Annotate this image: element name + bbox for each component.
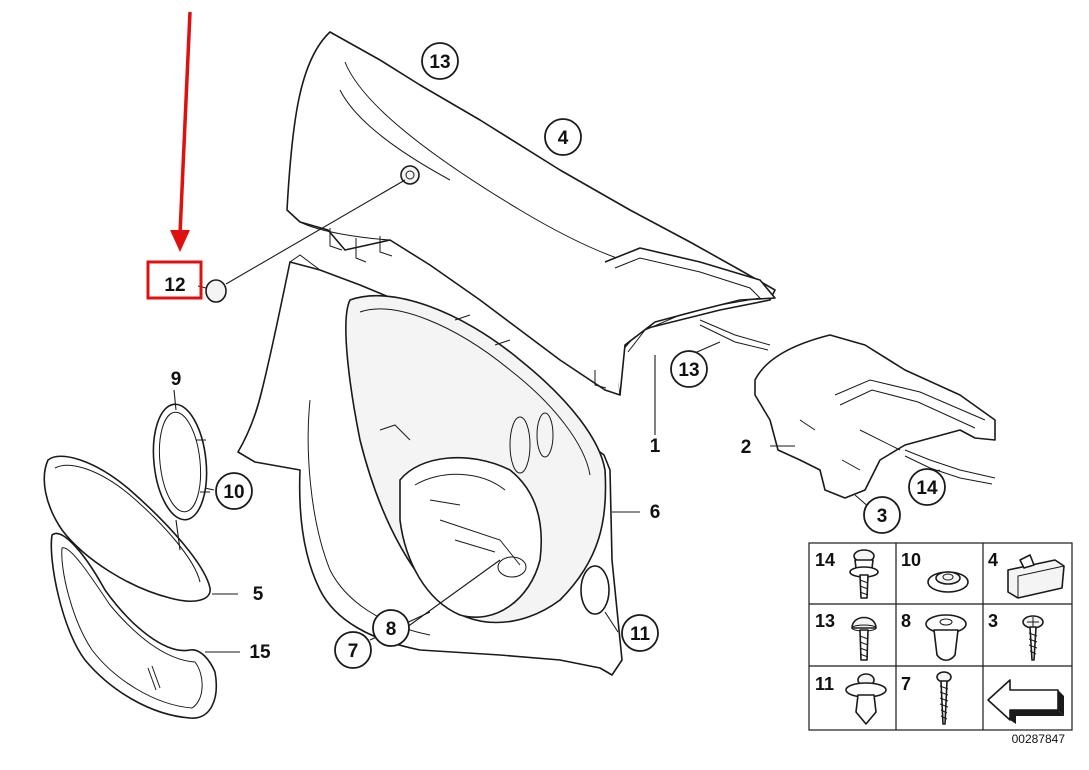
highlight-arrowhead (170, 230, 190, 252)
screw-with-washer-icon (849, 549, 879, 599)
callout-1: 1 (650, 436, 661, 457)
table-label-3: 3 (988, 611, 998, 631)
upper-trim-panel (286, 31, 776, 396)
table-label-10: 10 (901, 550, 921, 570)
callout-6: 6 (650, 502, 661, 523)
callout-13-mid: 13 (678, 360, 699, 381)
main-side-panel (237, 254, 623, 676)
highlight-annotation (146, 11, 203, 300)
callout-3: 3 (877, 506, 888, 527)
callout-15: 15 (249, 642, 271, 663)
direction-arrow-icon (987, 679, 1064, 724)
highlight-arrow (178, 11, 192, 235)
table-label-7: 7 (901, 674, 911, 694)
table-label-14: 14 (815, 550, 835, 570)
callout-7: 7 (348, 641, 359, 662)
plug-cap (205, 279, 227, 303)
highlight-box-12 (146, 260, 203, 300)
callouts: 13 4 12 13 9 10 1 2 14 3 6 5 15 8 7 11 (164, 42, 946, 669)
table-label-11: 11 (815, 674, 834, 694)
trim-clip-icon (1007, 554, 1065, 599)
self-tapping-screw-icon (1022, 615, 1044, 661)
callout-14: 14 (916, 478, 938, 499)
callout-10: 10 (223, 482, 244, 503)
table-label-4: 4 (988, 550, 998, 570)
speaker-grille-cover (43, 455, 211, 602)
callout-13-top: 13 (429, 52, 450, 73)
table-label-8: 8 (901, 611, 911, 631)
table-label-13: 13 (815, 611, 835, 631)
speaker-ring (152, 403, 210, 521)
callout-9: 9 (171, 369, 182, 390)
end-channel-part (754, 334, 996, 499)
fastener-table: 14 10 4 13 8 (808, 542, 1073, 746)
speaker-frame (50, 532, 217, 719)
callout-8: 8 (386, 619, 397, 640)
expanding-rivet-icon (925, 614, 967, 662)
clip-nut-icon (927, 571, 969, 593)
callout-5: 5 (253, 584, 264, 605)
push-fastener-icon (845, 673, 887, 725)
callout-2: 2 (741, 437, 752, 458)
round-head-screw-icon (851, 616, 877, 661)
drawing-number: 00287847 (1012, 732, 1066, 746)
callout-12: 12 (164, 275, 185, 296)
callout-11: 11 (630, 624, 651, 645)
long-screw-icon (936, 671, 952, 725)
callout-4: 4 (558, 128, 569, 149)
